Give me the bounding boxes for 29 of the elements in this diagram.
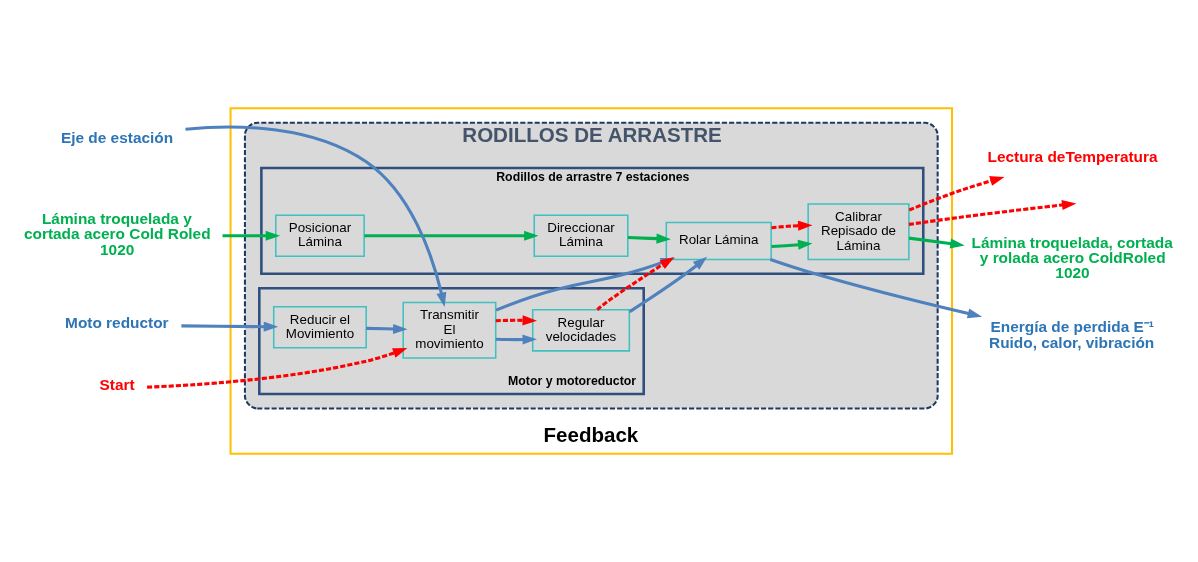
node-box: Posicionar Lámina bbox=[275, 214, 365, 258]
arrow bbox=[908, 200, 1077, 226]
arrow bbox=[908, 176, 1005, 212]
node-text: Eje de estación bbox=[60, 128, 174, 146]
node-box: Rolar Lámina bbox=[665, 221, 772, 261]
node-text: Lectura deTemperatura bbox=[987, 148, 1158, 166]
node-text: Lámina troquelada, cortada y rolada acero ColdRoled 1020 bbox=[971, 233, 1173, 282]
arrow bbox=[495, 315, 537, 326]
arrow bbox=[771, 220, 813, 231]
arrow bbox=[908, 236, 965, 249]
node-box: Regular velocidades bbox=[531, 309, 631, 352]
node-box: Calibrar Repisado de Lámina bbox=[807, 203, 910, 261]
node-text: Moto reductor bbox=[65, 313, 169, 331]
node-text: Start bbox=[99, 376, 135, 394]
arrow bbox=[495, 334, 537, 345]
arrow bbox=[627, 233, 671, 244]
arrow bbox=[771, 239, 813, 250]
arrow bbox=[181, 321, 279, 332]
node-box: Transmitir El movimiento bbox=[402, 301, 497, 359]
arrow bbox=[147, 348, 408, 389]
arrow bbox=[185, 125, 447, 307]
node-text: Lámina troquelada y cortada acero Cold Roled 1020 bbox=[23, 209, 211, 258]
arrow bbox=[366, 323, 408, 335]
node-text: Energía de perdida E⁻¹ Ruido, calor, vibración bbox=[989, 318, 1155, 351]
node-box: Direccionar Lámina bbox=[533, 214, 629, 258]
node-box: Reducir el Movimiento bbox=[272, 305, 367, 349]
arrow bbox=[222, 230, 281, 241]
arrow bbox=[769, 258, 983, 319]
arrow bbox=[364, 230, 539, 241]
